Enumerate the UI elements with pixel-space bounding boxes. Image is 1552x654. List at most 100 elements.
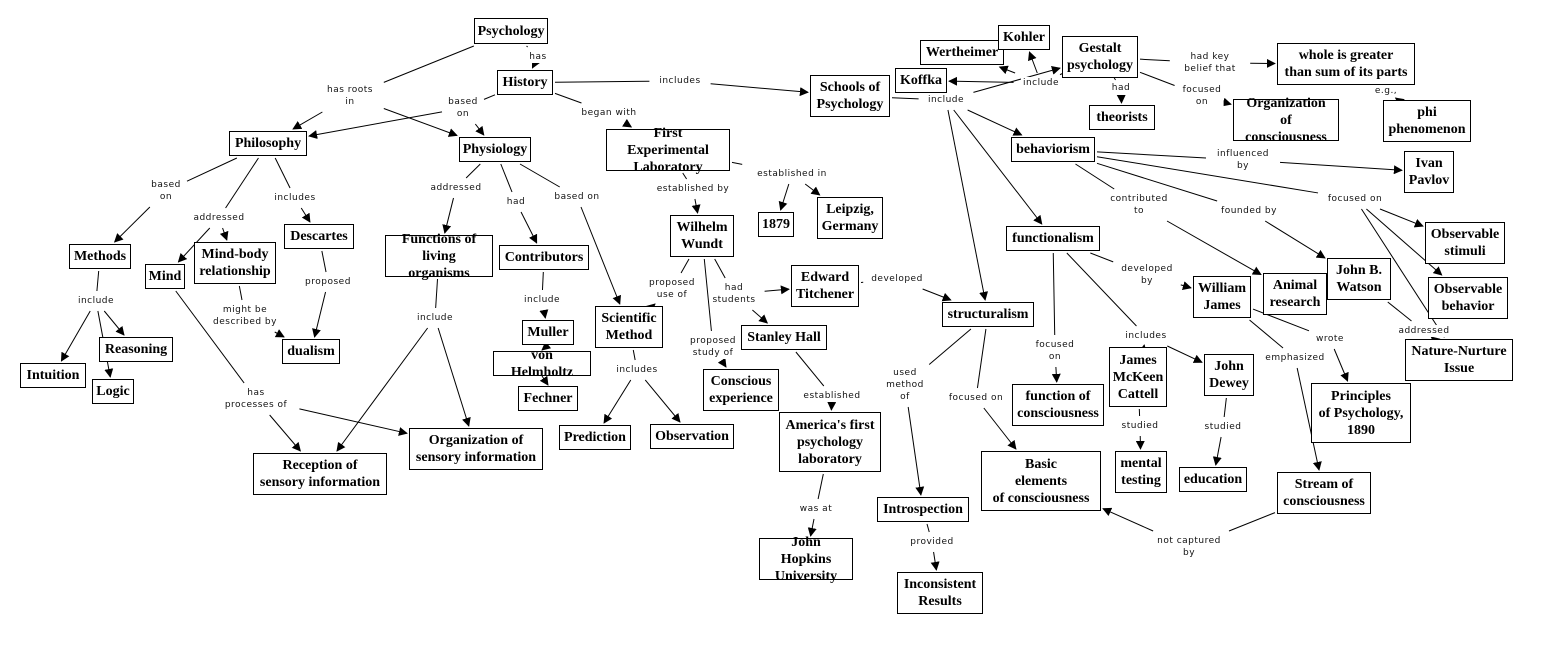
- link-label-based-phys: based on: [552, 191, 602, 203]
- concept-node-philosophy[interactable]: Philosophy: [229, 131, 307, 156]
- link-label-began: began with: [579, 107, 639, 119]
- concept-node-dewey[interactable]: John Dewey: [1204, 354, 1254, 396]
- concept-node-inconsistent[interactable]: Inconsistent Results: [897, 572, 983, 614]
- concept-node-stream[interactable]: Stream of consciousness: [1277, 472, 1371, 514]
- concept-node-orgconsc[interactable]: Organization of consciousness: [1233, 96, 1339, 145]
- concept-node-prediction[interactable]: Prediction: [559, 425, 631, 450]
- link-label-focus-func: focused on: [1033, 339, 1077, 363]
- connector-firstlab-to-l_estin: [731, 161, 743, 165]
- concept-node-functions[interactable]: Functions of living organisms: [385, 232, 493, 281]
- concept-node-naturenurture[interactable]: Nature-Nurture Issue: [1405, 339, 1513, 381]
- link-label-studied-d: studied: [1202, 421, 1244, 433]
- concept-node-leipzig[interactable]: Leipzig, Germany: [817, 197, 883, 239]
- connector-gestalt-to-l_belief: [1139, 58, 1170, 62]
- connector-stream-to-l_notcap: [1228, 512, 1276, 532]
- link-label-addr-phil: addressed: [191, 212, 247, 224]
- concept-node-americalab[interactable]: America's first psychology laboratory: [779, 412, 881, 472]
- concept-node-kohler[interactable]: Kohler: [998, 25, 1050, 50]
- link-label-has: has: [527, 51, 549, 63]
- link-label-useof: proposed use of: [647, 277, 697, 301]
- concept-node-conscious[interactable]: Conscious experience: [703, 369, 779, 411]
- arrow-l_foundedby-to-watson: [1264, 220, 1326, 259]
- concept-node-obsbehavior[interactable]: Observable behavior: [1428, 277, 1508, 319]
- concept-node-education[interactable]: education: [1179, 467, 1247, 492]
- connector-history-to-l_includes_hist: [554, 80, 650, 83]
- concept-node-animal[interactable]: Animal research: [1263, 273, 1327, 315]
- link-label-had-phys: had: [504, 196, 528, 208]
- concept-node-gestalt[interactable]: Gestalt psychology: [1062, 36, 1138, 78]
- concept-node-y1879[interactable]: 1879: [758, 212, 794, 237]
- concept-node-funcconsc[interactable]: function of consciousness: [1012, 384, 1104, 426]
- link-label-focus-beh: focused on: [1325, 193, 1385, 205]
- concept-node-mind[interactable]: Mind: [145, 264, 185, 289]
- link-label-eg: e.g.,: [1372, 85, 1400, 97]
- concept-node-descartes[interactable]: Descartes: [284, 224, 354, 249]
- concept-node-orgsensory[interactable]: Organization of sensory information: [409, 428, 543, 470]
- concept-node-methods[interactable]: Methods: [69, 244, 131, 269]
- concept-node-titchener[interactable]: Edward Titchener: [791, 265, 859, 307]
- concept-node-logic[interactable]: Logic: [92, 379, 134, 404]
- concept-node-structuralism[interactable]: structuralism: [942, 302, 1034, 327]
- link-label-studied-c: studied: [1119, 420, 1161, 432]
- concept-node-mindbody[interactable]: Mind-body relationship: [194, 242, 276, 284]
- concept-node-firstlab[interactable]: First Experimental Laboratory: [606, 126, 730, 175]
- concept-node-watson[interactable]: John B. Watson: [1327, 258, 1391, 300]
- concept-node-cattell[interactable]: James McKeen Cattell: [1109, 347, 1167, 407]
- concept-node-intuition[interactable]: Intuition: [20, 363, 86, 388]
- concept-node-wundt[interactable]: Wilhelm Wundt: [670, 215, 734, 257]
- arrow-l_incl_schools-to-behaviorism: [967, 109, 1023, 136]
- concept-node-contributors[interactable]: Contributors: [499, 245, 589, 270]
- arrow-l_students-to-hall: [752, 309, 769, 324]
- concept-node-phi[interactable]: phi phenomenon: [1383, 100, 1471, 142]
- link-label-incl-func: include: [414, 312, 456, 324]
- concept-node-reception[interactable]: Reception of sensory information: [253, 453, 387, 495]
- concept-node-theorists[interactable]: theorists: [1089, 105, 1155, 130]
- concept-node-behaviorism[interactable]: behaviorism: [1011, 137, 1095, 162]
- arrow-l_has-to-history: [531, 58, 541, 69]
- concept-node-hall[interactable]: Stanley Hall: [741, 325, 827, 350]
- concept-node-dualism[interactable]: dualism: [282, 339, 340, 364]
- arrow-l_emph-to-stream: [1296, 367, 1322, 471]
- concept-node-whole[interactable]: whole is greater than sum of its parts: [1277, 43, 1415, 85]
- arrow-l_focus_struct-to-basic: [983, 407, 1017, 450]
- concept-node-principles[interactable]: Principles of Psychology, 1890: [1311, 383, 1411, 443]
- link-label-established: established: [801, 390, 863, 402]
- concept-node-helmholtz[interactable]: von Helmholtz: [493, 348, 591, 380]
- concept-node-hopkins[interactable]: John Hopkins University: [759, 535, 853, 584]
- concept-node-history[interactable]: History: [497, 70, 553, 95]
- concept-node-schools[interactable]: Schools of Psychology: [810, 75, 890, 117]
- concept-node-observation[interactable]: Observation: [650, 424, 734, 449]
- concept-node-obsstimuli[interactable]: Observable stimuli: [1425, 222, 1505, 264]
- concept-node-fechner[interactable]: Fechner: [518, 386, 578, 411]
- arrow-l_incl_contr-to-muller: [539, 309, 549, 319]
- arrow-l_based_phys-to-scimethod: [580, 206, 621, 305]
- link-label-method: used method of: [884, 367, 926, 403]
- concept-node-pavlov[interactable]: Ivan Pavlov: [1404, 151, 1454, 193]
- connector-physiology-to-l_had_phys: [500, 163, 513, 193]
- arrow-l_students-to-titchener: [764, 285, 790, 295]
- concept-node-psychology[interactable]: Psychology: [474, 18, 548, 44]
- link-label-studyof: proposed study of: [688, 335, 738, 359]
- arrow-l_wasat-to-hopkins: [807, 518, 817, 537]
- concept-node-introspection[interactable]: Introspection: [877, 497, 969, 522]
- connector-behaviorism-to-l_influenced: [1096, 151, 1207, 159]
- link-label-estin: established in: [755, 168, 829, 180]
- link-label-processes: has processes of: [222, 387, 290, 411]
- connector-physiology-to-l_addr_phys: [465, 163, 481, 179]
- concept-node-physiology[interactable]: Physiology: [459, 137, 531, 162]
- concept-node-muller[interactable]: Muller: [522, 320, 574, 345]
- concept-node-wertheimer[interactable]: Wertheimer: [920, 40, 1004, 65]
- concept-node-mentaltesting[interactable]: mental testing: [1115, 451, 1167, 493]
- concept-node-basic[interactable]: Basic elements of consciousness: [981, 451, 1101, 511]
- arrow-l_had_phys-to-contributors: [520, 211, 538, 244]
- arrow-l_incl_meth-to-reasoning: [103, 310, 125, 336]
- concept-node-koffka[interactable]: Koffka: [895, 68, 947, 93]
- concept-node-scimethod[interactable]: Scientific Method: [595, 306, 663, 348]
- concept-node-reasoning[interactable]: Reasoning: [99, 337, 173, 362]
- concept-node-functionalism[interactable]: functionalism: [1006, 226, 1100, 251]
- concept-node-james[interactable]: William James: [1193, 276, 1251, 318]
- connector-structuralism-to-l_method: [928, 328, 972, 365]
- connector-functionalism-to-l_devby: [1090, 252, 1114, 263]
- arrow-l_incl_func-to-orgsensory: [437, 327, 471, 427]
- link-label-based-phil: based on: [149, 179, 183, 203]
